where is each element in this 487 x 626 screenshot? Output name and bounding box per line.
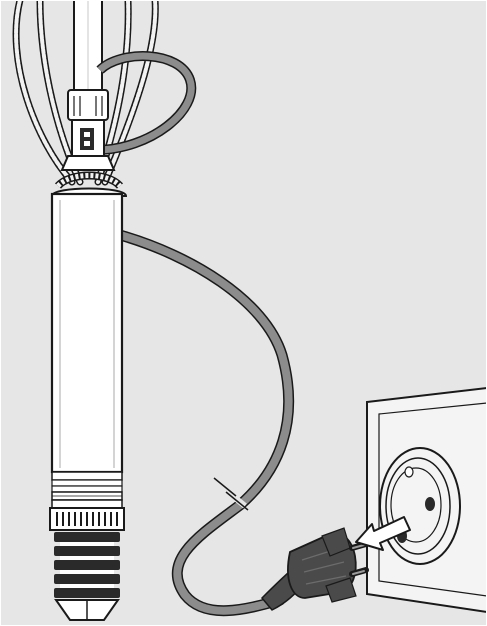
pump-motor-body	[50, 187, 128, 509]
delivery-pipe	[73, 0, 103, 93]
pipe-coupling	[60, 89, 116, 171]
safety-rope-knot	[54, 171, 124, 190]
cable-break-mark	[213, 477, 249, 511]
intake-strainer	[49, 507, 125, 621]
wall-socket	[366, 386, 487, 614]
power-cable	[114, 229, 295, 617]
power-cable-loop	[95, 51, 197, 155]
unplug-arrow	[355, 516, 411, 551]
mains-plug	[260, 527, 369, 611]
